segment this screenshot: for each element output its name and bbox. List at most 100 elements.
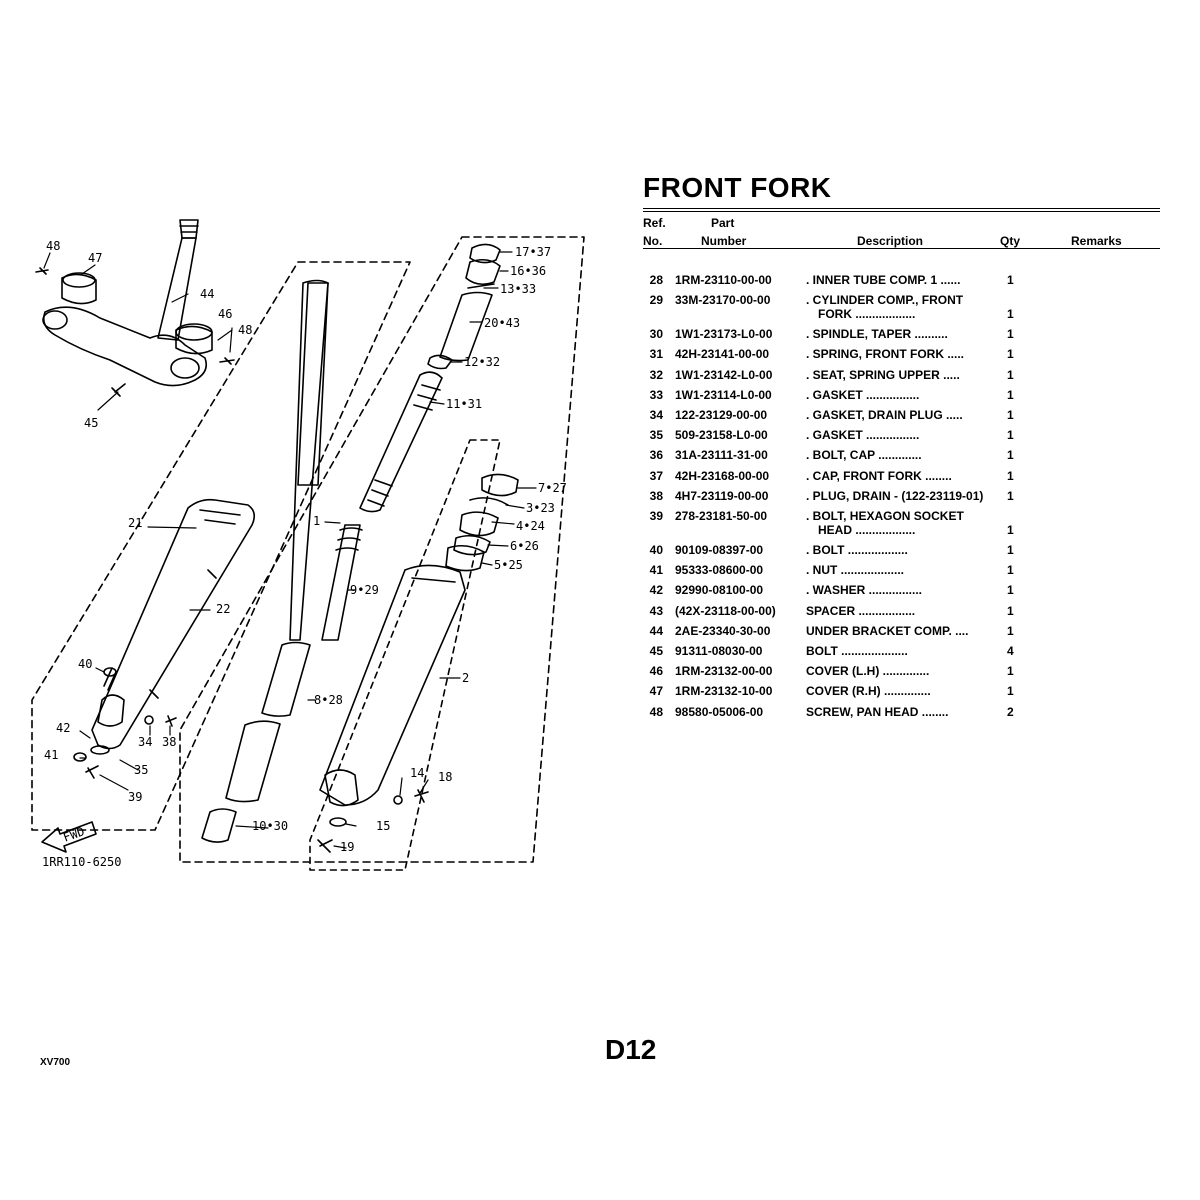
description-cell: . SPINDLE, TAPER .......... [806,327,948,342]
part-number-cell: 42H-23168-00-00 [675,468,770,483]
fork-leg-assembly [317,473,519,853]
ref-cell: 37 [649,468,663,483]
outer-tube-assembly [73,498,256,779]
label-38: 38 [162,735,176,749]
label-14: 14 [410,766,424,780]
label-5-25: 5•25 [494,558,523,572]
description-cell: . SPRING, FRONT FORK ..... [806,347,965,362]
qty-cell: 1 [1007,664,1014,679]
ref-cell: 43 [649,603,663,618]
label-12-32: 12•32 [464,355,500,369]
qty-cell: 1 [1007,307,1014,322]
fwd-label: FWD [61,824,86,845]
label-7-27: 7•27 [538,481,567,495]
qty-cell: 1 [1007,623,1014,638]
ref-cell: 44 [649,623,663,638]
qty-cell: 1 [1007,347,1014,362]
qty-cell: 1 [1007,603,1014,618]
description-cell: . GASKET, DRAIN PLUG ..... [806,408,963,422]
ref-cell: 31 [649,347,663,362]
label-42: 42 [56,721,70,735]
header-part-line2: Number [701,234,747,248]
description-cont-cell: HEAD .................. [818,523,916,537]
qty-cell: 1 [1007,428,1014,443]
ref-cell: 45 [649,644,663,658]
qty-cell: 1 [1007,543,1014,557]
description-cell: . CAP, FRONT FORK ........ [806,468,952,483]
exploded-view-diagram: 48 47 44 46 48 45 17•37 16•36 13•33 20•4… [31,219,585,871]
header-ref-line1: Ref. [643,216,666,230]
description-cell: . INNER TUBE COMP. 1 ...... [806,273,961,287]
ref-cell: 28 [649,273,663,287]
qty-cell: 1 [1007,468,1014,483]
header-part-line1: Part [711,216,735,230]
label-45: 45 [84,416,98,430]
part-number-cell: 4H7-23119-00-00 [675,488,769,503]
part-number-cell: 92990-08100-00 [675,583,764,598]
description-cell: . CYLINDER COMP., FRONT [806,293,964,308]
ref-cell: 48 [649,704,663,719]
qty-cell: 1 [1007,387,1014,402]
group-outline-fork-leg [309,439,501,871]
ref-cell: 46 [649,664,663,679]
part-number-cell: (42X-23118-00-00) [675,603,776,618]
part-number-cell: 1RM-23132-10-00 [675,684,773,699]
label-22: 22 [216,602,230,616]
label-47: 47 [88,251,102,265]
ref-cell: 34 [649,408,663,422]
description-cell: COVER (R.H) .............. [806,684,931,699]
qty-cell: 1 [1007,684,1014,699]
ref-cell: 40 [649,543,663,557]
diagram-code: 1RR110-6250 [42,855,121,869]
label-21: 21 [128,516,142,530]
part-number-cell: 33M-23170-00-00 [675,293,771,308]
part-number-cell: 31A-23111-31-00 [675,448,768,463]
ref-cell: 36 [649,448,663,463]
label-20-43: 20•43 [484,316,520,330]
description-cell: . BOLT, CAP ............. [806,448,922,463]
model-code: XV700 [40,1057,71,1068]
page-title: FRONT FORK [643,172,832,203]
label-46: 46 [218,307,232,321]
leader-lines [43,251,537,849]
label-35: 35 [134,763,148,777]
part-number-cell: 98580-05006-00 [675,704,764,719]
header-remarks: Remarks [1071,234,1122,248]
part-number-cell: 1RM-23132-00-00 [675,664,773,679]
description-cell: . PLUG, DRAIN - (122-23119-01) [806,488,984,503]
part-number-cell: 1W1-23173-L0-00 [675,327,773,342]
label-1: 1 [313,514,320,528]
qty-cell: 1 [1007,563,1014,578]
title-rule-2 [643,211,1160,212]
description-cell: . BOLT, HEXAGON SOCKET [806,509,964,523]
under-bracket-assembly [35,219,235,397]
label-34: 34 [138,735,152,749]
description-cell: SCREW, PAN HEAD ........ [806,704,949,719]
ref-cell: 42 [649,583,663,598]
header-rule [643,248,1160,249]
label-44: 44 [200,287,214,301]
description-cont-cell: FORK .................. [818,307,916,322]
inner-tube-assembly [201,279,363,843]
label-16-36: 16•36 [510,264,546,278]
description-cell: . GASKET ................ [806,428,920,443]
label-39: 39 [128,790,142,804]
fwd-arrow-icon [41,821,97,853]
header-description: Description [857,234,924,248]
qty-cell: 1 [1007,523,1014,537]
ref-cell: 38 [649,488,663,503]
part-number-cell: 90109-08397-00 [675,543,764,557]
ref-cell: 39 [649,509,663,523]
label-10-30: 10•30 [252,819,288,833]
qty-cell: 1 [1007,327,1014,342]
description-cell: . WASHER ................ [806,583,923,598]
qty-cell: 2 [1007,704,1014,719]
part-number-cell: 1W1-23142-L0-00 [675,367,773,382]
part-number-cell: 278-23181-50-00 [675,509,768,523]
ref-cell: 47 [649,684,663,699]
part-number-cell: 2AE-23340-30-00 [675,623,771,638]
qty-cell: 4 [1007,644,1014,658]
label-8-28: 8•28 [314,693,343,707]
label-13-33: 13•33 [500,282,536,296]
qty-cell: 1 [1007,367,1014,382]
